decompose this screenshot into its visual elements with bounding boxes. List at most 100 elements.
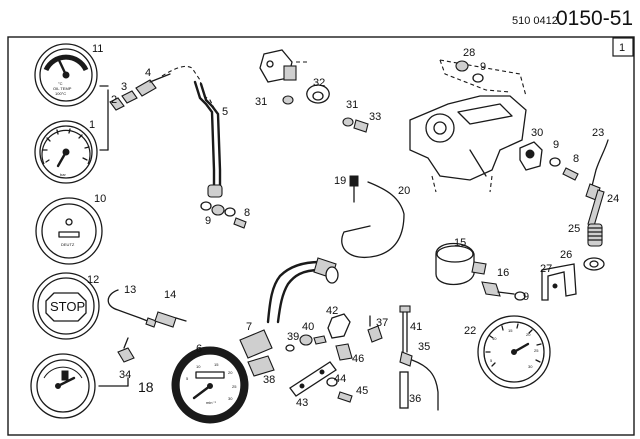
temperature-sender-32	[259, 49, 369, 133]
callout-6: 6	[196, 343, 202, 355]
callout-7: 7	[246, 321, 252, 333]
tacho-scale-15: 15	[214, 362, 219, 367]
callout-30: 30	[531, 127, 543, 139]
callout-38: 38	[263, 374, 275, 386]
callout-42: 42	[326, 305, 338, 317]
stop-text: STOP	[50, 299, 85, 314]
callout-46: 46	[352, 353, 364, 365]
callout-9b: 9	[480, 61, 486, 73]
callout-40: 40	[302, 321, 314, 333]
callout-9c: 9	[553, 139, 559, 151]
callout-10: 10	[94, 193, 106, 205]
callout-34: 34	[119, 369, 131, 381]
drawing-number: 510 0412	[512, 15, 558, 27]
callout-5: 5	[222, 106, 228, 118]
callout-19: 19	[334, 175, 346, 187]
callout-41: 41	[410, 321, 422, 333]
pressure-switch-15	[435, 242, 526, 301]
small-tacho-20: 20	[526, 332, 531, 337]
mounting-bracket	[541, 263, 577, 301]
stop-sender-cable	[107, 289, 187, 328]
tacho-drive-cable	[585, 139, 609, 201]
callout-25: 25	[568, 223, 580, 235]
sender-fittings	[109, 73, 171, 111]
callout-14: 14	[164, 289, 176, 301]
callout-13: 13	[124, 284, 136, 296]
elbow-fitting-42	[327, 313, 353, 361]
panel-number-box	[612, 37, 634, 57]
callout-28: 28	[463, 47, 475, 59]
drawing-frame	[7, 36, 635, 436]
callout-27: 27	[540, 263, 552, 275]
tachometer-22: 5 10 15 20 25 30	[477, 315, 551, 389]
callout-36: 36	[409, 393, 421, 405]
temperature-sender-19	[341, 175, 405, 258]
callout-32: 32	[313, 77, 325, 89]
oil-pressure-gauge: bar	[34, 120, 98, 184]
hose-fitting-7	[239, 329, 275, 377]
small-tacho-5: 5	[490, 358, 493, 363]
callout-20: 20	[398, 185, 410, 197]
panel-number: 1	[619, 42, 625, 54]
bolt-set-44	[326, 377, 353, 403]
small-tacho-30: 30	[528, 364, 533, 369]
tacho-unit: min⁻¹	[206, 400, 217, 405]
small-tacho-15: 15	[508, 328, 513, 333]
callout-8a: 8	[244, 207, 250, 219]
callout-4: 4	[145, 67, 151, 79]
hour-meter-gauge: DEUTZ	[35, 197, 103, 265]
small-tacho-10: 10	[492, 336, 497, 341]
sender-35	[399, 351, 439, 411]
callout-23: 23	[592, 127, 604, 139]
oil-line-pipe	[161, 65, 223, 198]
callout-26: 26	[560, 249, 572, 261]
oil-temperature-gauge: °C OIL TEMP 100°C	[34, 43, 98, 107]
callout-45: 45	[356, 385, 368, 397]
fuel-sender-34	[117, 337, 135, 363]
tacho-hose	[266, 257, 339, 324]
tacho-scale-5: 5	[186, 376, 189, 381]
callout-3: 3	[121, 81, 127, 93]
tacho-scale-10: 10	[196, 364, 201, 369]
callout-11: 11	[92, 43, 103, 55]
callout-22: 22	[464, 325, 476, 337]
callout-35: 35	[418, 341, 430, 353]
engine-block	[409, 59, 527, 193]
fitting-37	[367, 315, 383, 343]
callout-39: 39	[287, 331, 299, 343]
tacho-scale-25: 25	[232, 384, 237, 389]
sender-30-set	[519, 141, 579, 181]
callout-8b: 8	[573, 153, 579, 165]
callout-37: 37	[376, 317, 388, 329]
leader-lines	[98, 85, 129, 387]
callout-9a: 9	[205, 215, 211, 227]
callout-12: 12	[87, 274, 99, 286]
callout-2: 2	[111, 94, 117, 106]
callout-1: 1	[89, 119, 95, 131]
callout-33: 33	[369, 111, 381, 123]
stop-indicator: STOP	[32, 272, 100, 340]
callout-43: 43	[296, 397, 308, 409]
tacho-scale-20: 20	[228, 370, 233, 375]
pipe-36	[399, 371, 409, 409]
callout-16: 16	[497, 267, 509, 279]
small-tacho-25: 25	[534, 348, 539, 353]
hour-meter-brand: DEUTZ	[61, 242, 75, 247]
tachometer-6: 5 10 15 20 25 30 min⁻¹	[171, 346, 249, 424]
tacho-sender-set	[583, 189, 605, 271]
oil-pressure-unit: bar	[60, 172, 66, 177]
sheet-code: 0150-51	[556, 7, 633, 30]
callout-numbers: 11 1 2 3 4 5 9 8 10 12 13 14 34 18 32 31…	[87, 43, 619, 409]
callout-31a: 31	[255, 96, 267, 108]
callout-24: 24	[607, 193, 619, 205]
tacho-scale-30: 30	[228, 396, 233, 401]
callout-31b: 31	[346, 99, 358, 111]
fuel-gauge	[30, 353, 96, 419]
bracket-43	[289, 361, 337, 397]
oil-temp-unit: °C	[58, 81, 63, 86]
bolt-41	[399, 305, 411, 353]
oil-temp-limit: 100°C	[55, 91, 66, 96]
banjo-bolt-set	[200, 201, 247, 229]
